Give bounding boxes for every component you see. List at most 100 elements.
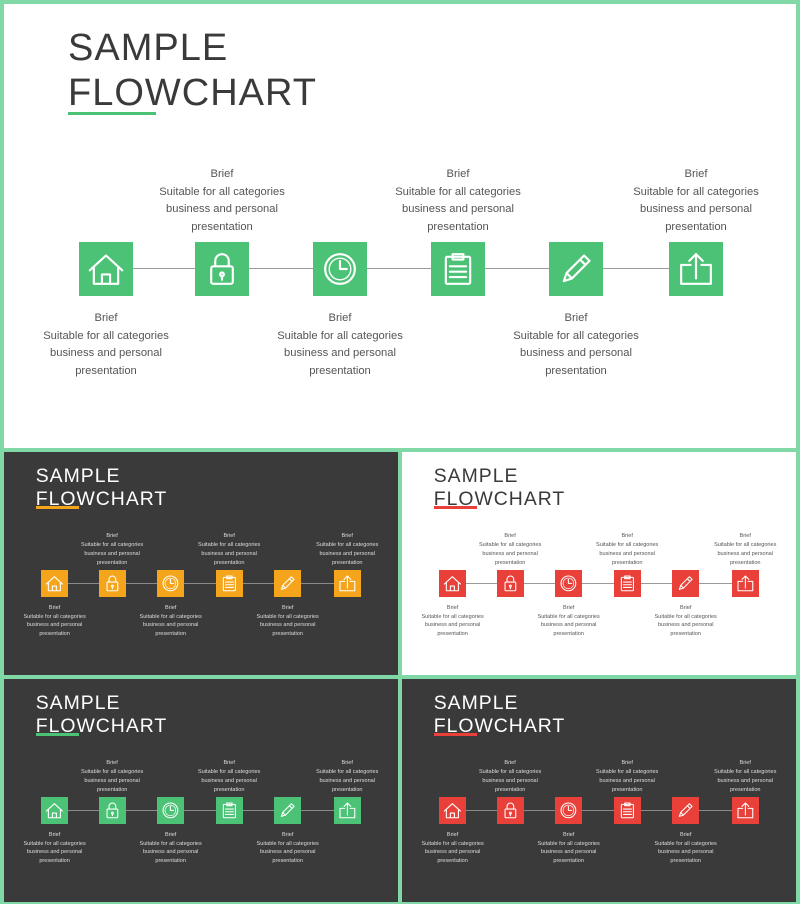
step-desc-line-2: business and personal	[84, 777, 140, 784]
clipboard-icon	[620, 575, 634, 592]
step-desc-line-2: business and personal	[482, 550, 538, 557]
clipboard-icon	[444, 253, 472, 285]
step-desc-line-1: Suitable for all categories	[421, 613, 484, 620]
lock-icon	[504, 575, 517, 592]
step-node-1	[79, 242, 133, 296]
step-desc-line-2: business and personal	[142, 849, 199, 856]
connector-line	[41, 809, 361, 811]
step-desc-line-2: business and personal	[201, 777, 257, 784]
title-line-1: SAMPLE	[433, 464, 519, 487]
lock-icon	[106, 802, 119, 819]
step-desc-line-3: presentation	[272, 857, 303, 864]
step-desc-line-3: presentation	[331, 786, 363, 793]
connector-line	[439, 809, 759, 811]
step-heading: Brief	[328, 312, 352, 324]
step-desc-line-2: business and personal	[640, 203, 752, 216]
step-heading: Brief	[106, 760, 118, 767]
connector-line	[41, 582, 361, 584]
step-desc-line-3: presentation	[553, 857, 584, 864]
step-desc-line-1: Suitable for all categories	[43, 329, 169, 342]
step-node-3	[555, 570, 583, 597]
step-node-1	[439, 797, 466, 824]
step-desc-line-1: Suitable for all categories	[256, 613, 319, 620]
title-underline	[433, 505, 478, 509]
title-line-1: SAMPLE	[35, 464, 121, 487]
step-node-5	[672, 797, 700, 824]
step-desc-line-1: Suitable for all categories	[537, 840, 600, 847]
step-desc-line-1: Suitable for all categories	[139, 840, 202, 847]
step-desc-line-3: presentation	[670, 630, 701, 637]
step-desc-line-3: presentation	[553, 630, 584, 637]
pencil-icon	[679, 803, 693, 817]
step-node-4	[613, 570, 641, 597]
step-desc-line-2: business and personal	[166, 203, 278, 216]
step-node-3	[157, 797, 185, 824]
step-node-4	[431, 242, 485, 296]
step-node-4	[215, 570, 243, 597]
step-desc-line-2: business and personal	[319, 550, 375, 557]
pencil-icon	[281, 576, 295, 590]
house-icon	[444, 803, 462, 819]
upload-box-icon	[680, 253, 712, 285]
step-desc-line-2: business and personal	[201, 550, 257, 557]
title-line-1: SAMPLE	[433, 691, 519, 714]
step-desc-line-3: presentation	[670, 857, 701, 864]
step-desc-line-1: Suitable for all categories	[421, 840, 484, 847]
step-desc-line-2: business and personal	[540, 622, 597, 629]
step-desc-line-3: presentation	[494, 786, 526, 793]
step-desc-line-3: presentation	[75, 364, 137, 377]
title-line-2: FLOWCHART	[433, 714, 566, 737]
step-desc-line-2: business and personal	[402, 203, 514, 216]
step-desc-line-3: presentation	[665, 220, 727, 233]
step-desc-line-1: Suitable for all categories	[633, 185, 759, 198]
step-desc-line-2: business and personal	[657, 622, 714, 629]
clipboard-icon	[222, 802, 236, 819]
step-node-6	[669, 242, 723, 296]
step-desc-line-3: presentation	[96, 559, 128, 566]
title-underline	[35, 732, 80, 736]
step-desc-line-3: presentation	[494, 559, 526, 566]
step-desc-line-3: presentation	[155, 857, 186, 864]
step-desc-line-3: presentation	[437, 630, 468, 637]
step-heading: Brief	[679, 604, 692, 611]
step-desc-line-3: presentation	[39, 857, 70, 864]
title-underline	[35, 505, 80, 509]
connector-line	[79, 268, 723, 269]
step-heading: Brief	[446, 604, 459, 611]
title-line-1: SAMPLE	[68, 27, 229, 69]
clock-icon	[560, 575, 577, 592]
step-desc-line-2: business and personal	[26, 622, 83, 629]
step-heading: Brief	[504, 533, 516, 540]
house-icon	[46, 803, 64, 819]
step-node-5	[549, 242, 603, 296]
step-desc-line-1: Suitable for all categories	[537, 613, 600, 620]
step-node-3	[555, 797, 583, 824]
step-desc-line-2: business and personal	[424, 622, 481, 629]
title-underline	[68, 112, 156, 115]
upload-box-icon	[737, 802, 754, 819]
step-desc-line-2: business and personal	[482, 777, 538, 784]
step-node-6	[333, 570, 361, 597]
step-desc-line-2: business and personal	[26, 849, 83, 856]
step-heading: Brief	[504, 760, 516, 767]
lock-icon	[504, 802, 517, 819]
clock-icon	[560, 802, 577, 819]
step-desc-line-1: Suitable for all categories	[478, 542, 542, 549]
step-node-1	[439, 570, 466, 597]
step-heading: Brief	[562, 831, 575, 838]
step-desc-line-3: presentation	[155, 630, 186, 637]
